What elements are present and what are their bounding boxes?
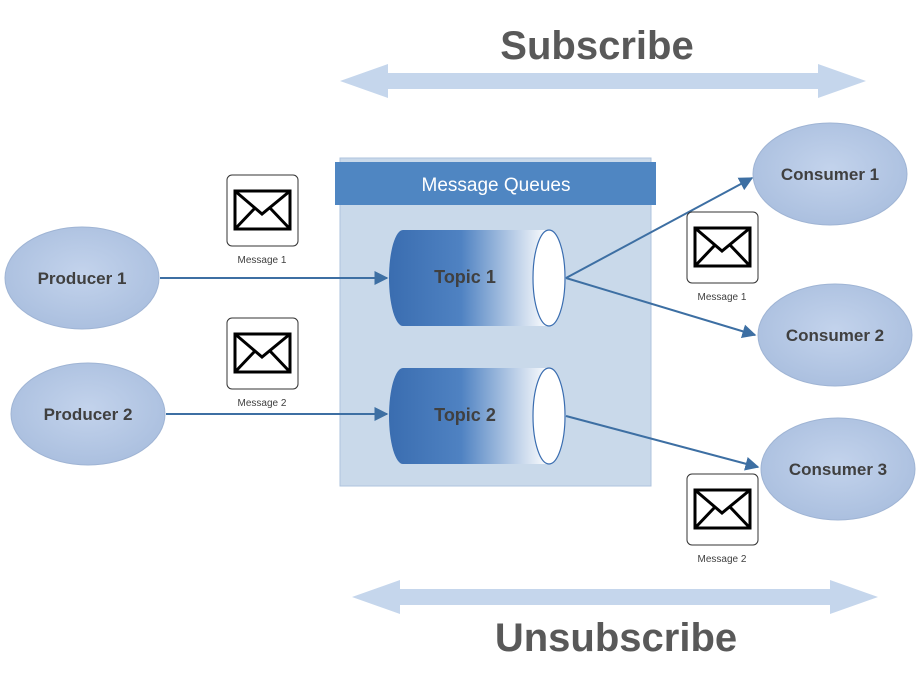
message-2-consumer-label: Message 2	[698, 554, 747, 565]
message-1-producer-label: Message 1	[238, 255, 287, 266]
message-1-consumer-label: Message 1	[698, 292, 747, 303]
message-queues-header	[335, 162, 656, 205]
envelope-icon	[233, 189, 292, 231]
consumer-3-node[interactable]: Consumer 3	[760, 417, 916, 521]
message-2-consumer-card: Message 2	[686, 473, 759, 565]
envelope-icon	[233, 332, 292, 374]
message-1-consumer-card: Message 1	[686, 211, 759, 303]
producer-1-label: Producer 1	[38, 269, 127, 288]
subscribe-heading: Subscribe	[500, 24, 693, 68]
message-1-producer-card: Message 1	[226, 174, 299, 266]
envelope-icon	[693, 226, 752, 268]
topic-1-label: Topic 1	[434, 267, 496, 287]
producer-1-node[interactable]: Producer 1	[4, 226, 160, 330]
envelope-icon	[693, 488, 752, 530]
consumer-2-label: Consumer 2	[786, 326, 884, 345]
topic-1-to-consumer-2-arrow	[565, 277, 757, 339]
unsubscribe-double-arrow	[352, 580, 878, 614]
topic-2-label: Topic 2	[434, 405, 496, 425]
consumer-1-label: Consumer 1	[781, 165, 879, 184]
producer-2-node[interactable]: Producer 2	[10, 362, 166, 466]
producer-2-label: Producer 2	[44, 405, 133, 424]
topic-1-cylinder[interactable]: Topic 1	[389, 229, 566, 327]
unsubscribe-heading: Unsubscribe	[495, 616, 737, 660]
message-2-producer-label: Message 2	[238, 398, 287, 409]
consumer-1-node[interactable]: Consumer 1	[752, 122, 908, 226]
topic-2-cylinder[interactable]: Topic 2	[389, 367, 566, 465]
consumer-2-node[interactable]: Consumer 2	[757, 283, 913, 387]
topic-2-to-consumer-3-arrow	[565, 415, 760, 471]
message-queues-title: Message Queues	[422, 175, 571, 196]
consumer-3-label: Consumer 3	[789, 460, 887, 479]
topic-1-to-consumer-1-arrow	[565, 177, 754, 279]
message-2-producer-card: Message 2	[226, 317, 299, 409]
subscribe-double-arrow	[340, 64, 866, 98]
